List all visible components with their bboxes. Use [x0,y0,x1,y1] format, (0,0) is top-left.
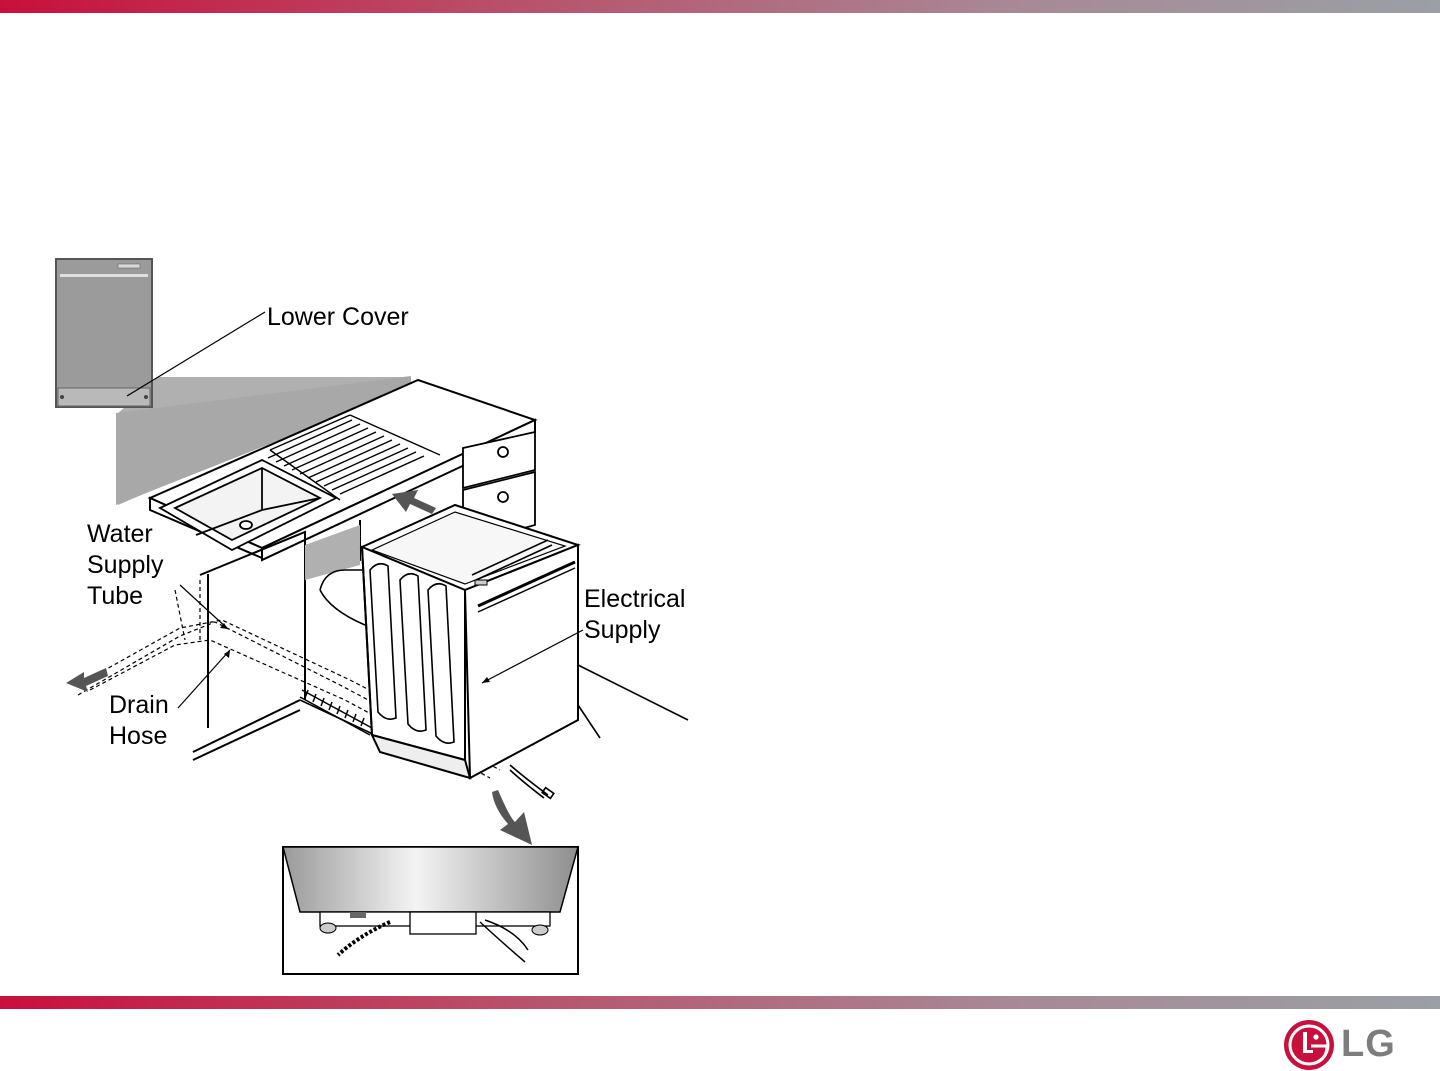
sink-cabinet [192,520,361,761]
label-lower-cover: Lower Cover [267,303,409,331]
dishwasher-front-view [55,258,153,408]
label-electrical-line-1: Electrical [584,585,686,613]
lg-logo: LG [1283,1019,1403,1071]
lg-wordmark: LG [1341,1023,1396,1065]
label-water-line-1: Water [87,520,153,548]
corrugated-hose [299,689,373,736]
inset-arrow [492,790,532,845]
bottom-decorative-band [0,996,1440,1009]
label-water-line-2: Supply [87,551,164,579]
label-water-line-3: Tube [87,582,144,610]
label-drain-hose: Drain Hose [109,690,169,752]
lg-face-icon [1284,1020,1334,1070]
label-drain-line-2: Hose [109,722,168,750]
push-arrow [392,490,436,514]
drainboard-ribs [267,414,441,501]
inset-underside-view [282,846,579,975]
sink-basin [158,458,338,552]
electrical-cord [319,569,555,800]
top-decorative-band [0,0,1440,13]
dishwasher-body [359,503,581,780]
label-electrical-supply: Electrical Supply [584,584,685,646]
drain-outlet-arrow [66,668,108,692]
label-electrical-line-2: Supply [584,616,661,644]
dishwasher-panels [369,539,553,744]
label-water-supply-tube: Water Supply Tube [87,519,163,612]
leader-lines [126,311,584,709]
label-drain-line-1: Drain [109,691,169,719]
